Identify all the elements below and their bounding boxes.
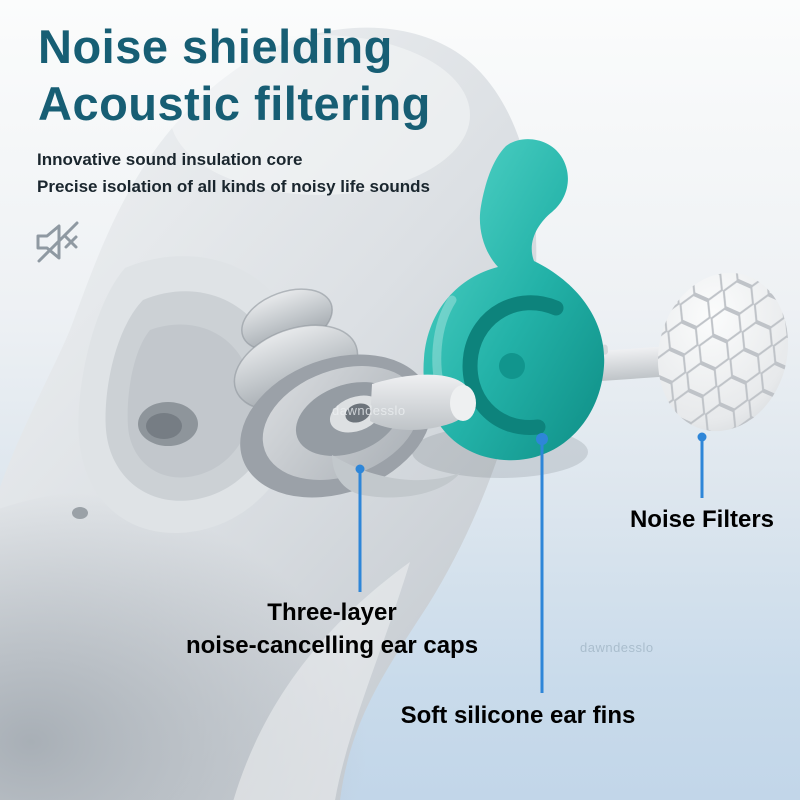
cap-stem-hole	[345, 403, 371, 423]
title-line-2: Acoustic filtering	[38, 77, 431, 130]
label-ear-caps-line-1: Three-layer	[267, 599, 397, 626]
label-ear-caps-line-2: noise-cancelling ear caps	[185, 632, 479, 659]
label-noise-filters: Noise Filters	[629, 506, 775, 533]
page-title: Noise shielding Acoustic filtering	[38, 18, 431, 132]
fin-inner-swirl	[462, 295, 564, 435]
muted-speaker-icon	[32, 216, 84, 268]
cap-stem-tip	[450, 385, 476, 421]
subtitle-line-1: Innovative sound insulation core	[37, 150, 303, 169]
fin-swirl-center	[499, 353, 525, 379]
ear-canal-center	[146, 413, 182, 439]
ear-caps	[233, 288, 476, 498]
crown-highlight	[170, 35, 470, 195]
earlobe-dot	[72, 507, 88, 519]
title-line-1: Noise shielding	[38, 20, 393, 73]
jaw-highlight	[233, 562, 410, 800]
leader-lines	[355, 432, 707, 693]
filter-ball-shading	[657, 272, 789, 432]
page-subtitle: Innovative sound insulation core Precise…	[37, 146, 430, 200]
cap-stem-cone	[370, 374, 472, 430]
label-ear-caps: Three-layer noise-cancelling ear caps	[148, 596, 516, 662]
label-ear-fins: Soft silicone ear fins	[400, 702, 636, 729]
cap-tail	[332, 455, 460, 498]
noise-filter	[556, 272, 789, 432]
subtitle-line-2: Precise isolation of all kinds of noisy …	[37, 177, 430, 196]
